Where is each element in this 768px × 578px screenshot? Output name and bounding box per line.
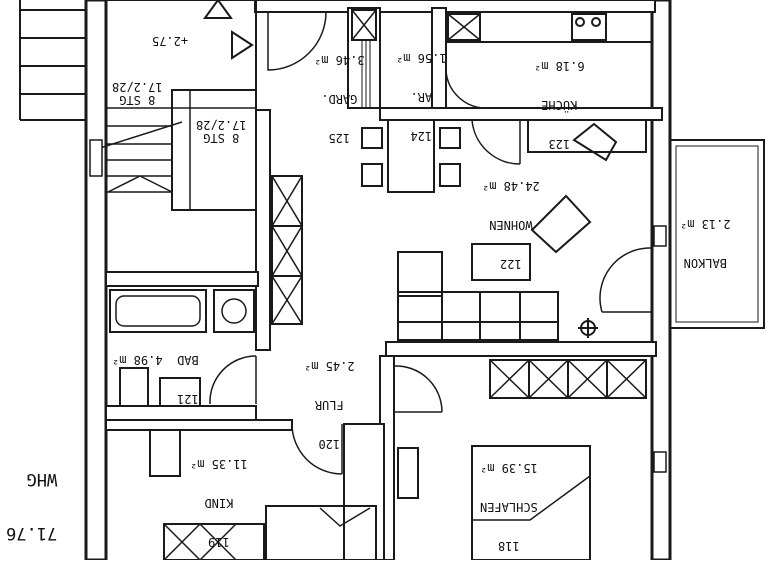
wall-hall-left xyxy=(255,109,271,351)
room-number: 121 xyxy=(177,392,199,406)
nightstand xyxy=(397,447,419,499)
wall-kitchen-bottom xyxy=(379,107,663,121)
kitchen-counter xyxy=(445,11,653,43)
wall-outer-right xyxy=(650,0,672,560)
coffee-table xyxy=(471,243,531,281)
wall-bath-top xyxy=(105,271,259,287)
stair-arrow-icon xyxy=(203,0,233,19)
apartment-label: 71.76 WHG xyxy=(6,452,57,578)
apartment-area: 71.76 xyxy=(6,523,58,543)
kitchen-stove xyxy=(571,13,607,41)
kid-bed xyxy=(265,505,377,560)
bed xyxy=(471,445,591,560)
room-name: BALKON xyxy=(683,256,727,270)
wall-kid-top xyxy=(105,419,293,431)
room-area: 2.45 m² xyxy=(304,359,355,373)
dining-table xyxy=(387,119,435,193)
window xyxy=(89,139,103,177)
door-swing xyxy=(291,423,343,475)
room-bad: 121 BAD 4.98 m² xyxy=(112,340,199,431)
room-name: WOHNEN xyxy=(489,218,533,232)
room-number: 123 xyxy=(548,137,571,151)
chair xyxy=(361,127,383,149)
door-swing xyxy=(599,247,653,313)
balcony xyxy=(669,139,765,329)
room-area: 24.48 m² xyxy=(482,179,540,193)
door-swing xyxy=(267,11,327,71)
chair xyxy=(439,127,461,149)
room-area: 15.39 m² xyxy=(480,461,538,475)
room-number: 125 xyxy=(328,131,351,145)
armchair xyxy=(530,194,592,254)
chair xyxy=(439,163,461,187)
door-swing xyxy=(471,119,521,165)
room-name: FLUR xyxy=(314,398,344,412)
floor-plan xyxy=(19,0,765,560)
room-name: KÜCHE xyxy=(541,98,578,112)
washbasin xyxy=(213,289,255,333)
wall-top xyxy=(254,0,656,13)
window xyxy=(653,225,667,247)
room-schlafen: 118 SCHLAFEN 15.39 m² xyxy=(480,448,538,578)
room-area: 6.18 m² xyxy=(534,59,585,73)
room-number: 119 xyxy=(208,535,230,549)
wall-outer-left xyxy=(84,0,108,560)
room-balkon: BALKON 2.13 m² xyxy=(680,204,731,295)
stair-treads-lower xyxy=(172,90,256,210)
room-flur: 120 FLUR 2.45 m² xyxy=(304,346,355,476)
room-wohnen: 122 WOHNEN 24.48 m² xyxy=(482,166,540,296)
desk xyxy=(527,119,647,153)
room-name: BAD xyxy=(177,353,199,367)
stair-label-lower: 8 STG 17.2/28 xyxy=(196,118,247,145)
room-number: 122 xyxy=(500,257,522,271)
room-name: GARD. xyxy=(321,92,358,106)
bathtub xyxy=(109,289,207,333)
room-name-area: BAD 4.98 m² xyxy=(112,353,199,367)
wall-kid-right xyxy=(343,423,385,560)
room-name: AR. xyxy=(410,90,433,104)
room-area: 4.98 m² xyxy=(112,353,163,367)
stair-treads-upper xyxy=(99,107,183,193)
room-name: KIND xyxy=(204,496,234,510)
room-ar: 124 AR. 1.56 m² xyxy=(396,38,447,168)
chair xyxy=(361,163,383,187)
door-swing xyxy=(445,69,487,109)
desk-kid xyxy=(149,429,181,477)
room-area: 2.13 m² xyxy=(680,217,731,231)
stair-arrow-icon xyxy=(231,30,254,60)
armchair xyxy=(572,122,618,162)
room-area: 11.35 m² xyxy=(190,457,248,471)
gard-shelf xyxy=(351,9,377,41)
kitchen-sink xyxy=(447,13,481,41)
room-kueche: 123 KÜCHE 6.18 m² xyxy=(534,46,585,176)
wall-hall-living xyxy=(385,341,657,357)
room-area: 1.56 m² xyxy=(396,51,447,65)
kid-wardrobe xyxy=(163,523,265,560)
room-kind: 119 KIND 11.35 m² xyxy=(190,444,248,574)
room-number: 118 xyxy=(498,539,520,553)
wall-stair-core xyxy=(171,89,257,211)
door-swing xyxy=(209,355,257,405)
room-name: SCHLAFEN xyxy=(480,500,538,514)
room-gard: 125 GARD. 3.46 m² xyxy=(314,40,365,170)
stair-label-upper: 8 STG 17.2/28 xyxy=(112,80,163,107)
room-area: 3.46 m² xyxy=(314,53,365,67)
room-number: 120 xyxy=(318,437,341,451)
wardrobe-hall xyxy=(271,175,303,325)
stair-level-label: +2.75 xyxy=(152,34,189,48)
sofa xyxy=(397,291,559,341)
apartment-code: WHG xyxy=(26,469,58,489)
room-number: 124 xyxy=(410,129,433,143)
window xyxy=(653,451,667,473)
door-swing xyxy=(393,365,443,413)
